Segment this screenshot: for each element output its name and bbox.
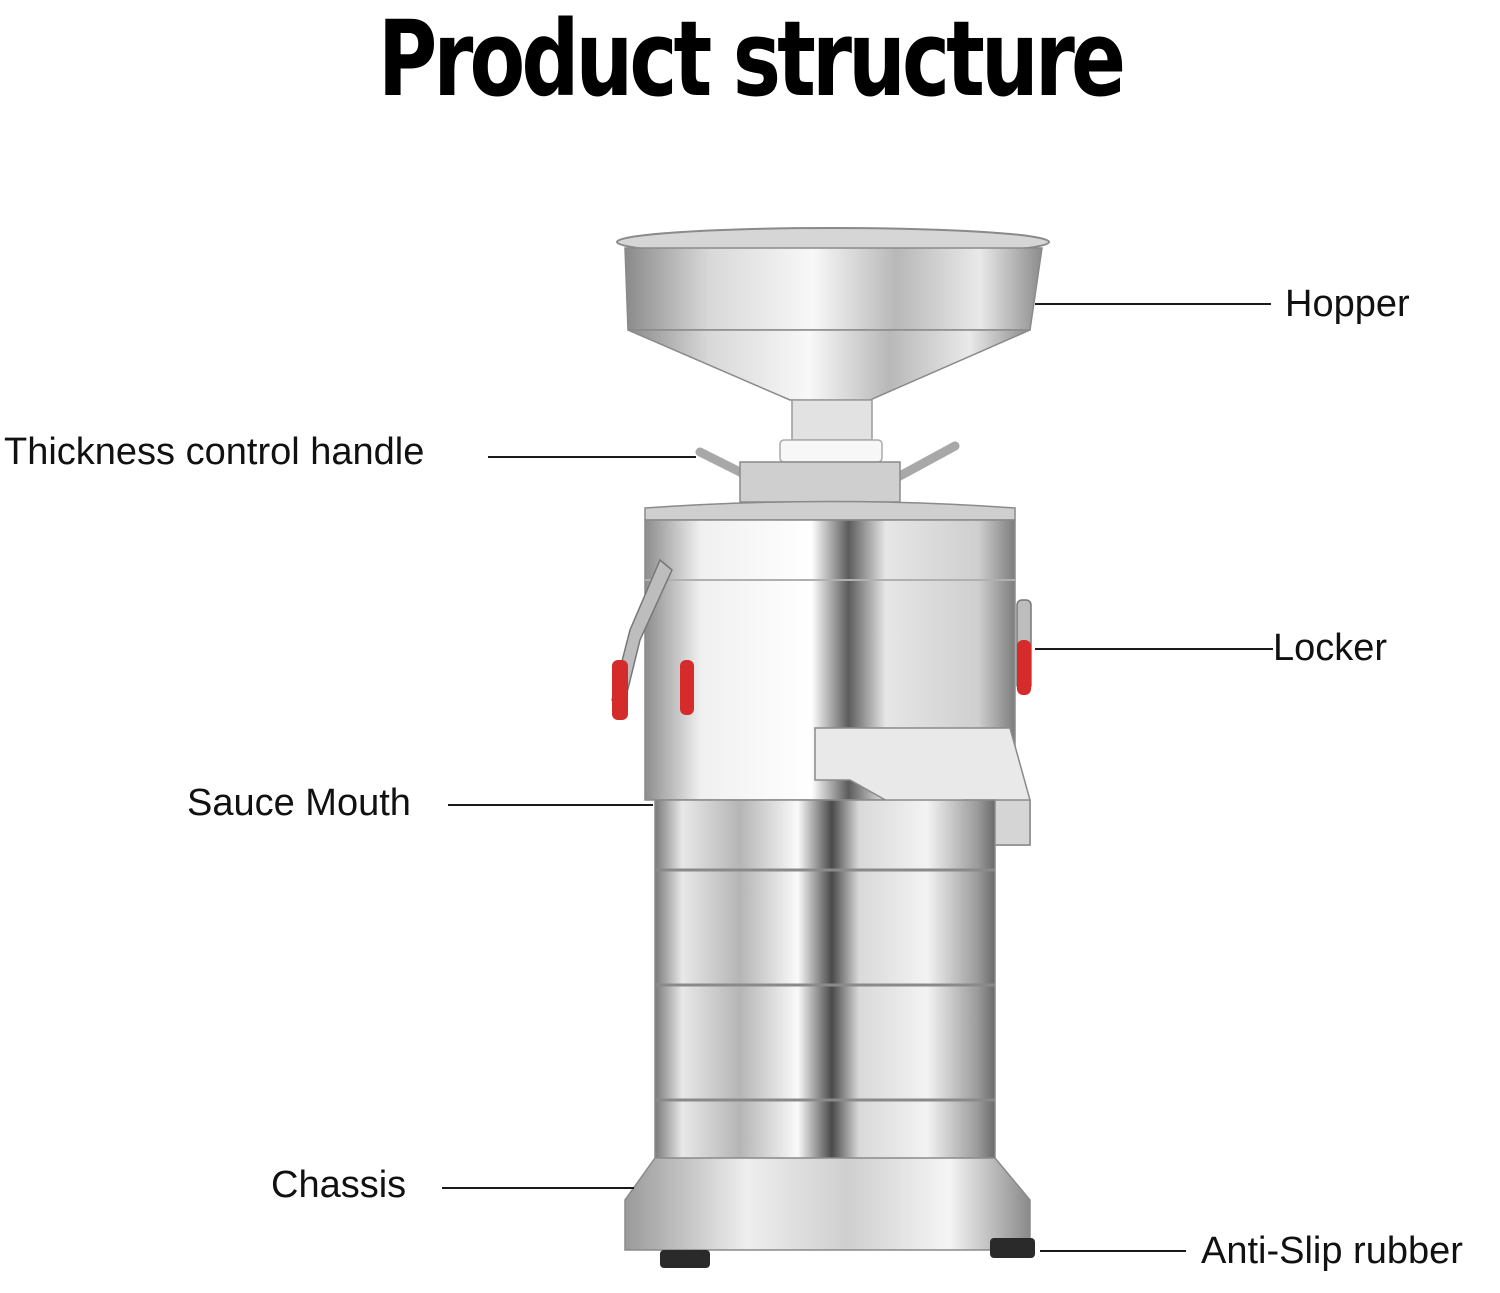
lower-body-shape [654, 799, 996, 1161]
anti-slip-feet-shape [660, 1238, 1035, 1268]
chassis-label: Chassis [271, 1164, 407, 1206]
thickness-handle-shape [695, 441, 960, 503]
page-title: Product structure [377, 0, 1126, 120]
locker-label: Locker [1273, 627, 1388, 669]
locker-shape [611, 558, 1032, 720]
anti-slip-label: Anti-Slip rubber [1201, 1230, 1463, 1272]
chassis-leader [442, 1187, 634, 1189]
sauce-mouth-leader [448, 804, 653, 806]
chassis-shape [624, 1157, 1031, 1251]
anti-slip-leader [1040, 1250, 1186, 1252]
hopper-label: Hopper [1285, 283, 1410, 325]
hopper-leader [1035, 303, 1271, 305]
hopper-shape [616, 227, 1050, 463]
sauce-mouth-label: Sauce Mouth [187, 782, 411, 824]
thickness-handle-label: Thickness control handle [4, 431, 425, 473]
locker-leader [1035, 648, 1273, 650]
thickness-handle-leader [488, 456, 696, 458]
